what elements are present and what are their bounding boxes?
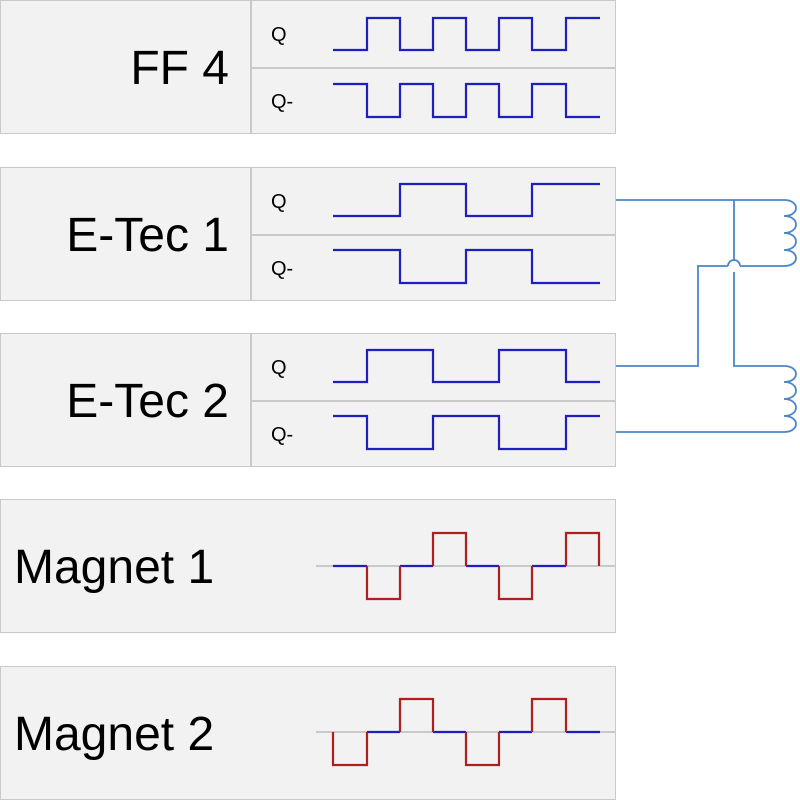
etec2-qn-label: Q- [271,424,294,446]
wire-vertical [733,272,784,367]
ff4-qn-label: Q- [271,91,294,113]
wire-etec1-qn [616,265,728,367]
etec1-title: E-Tec 1 [66,209,229,262]
ff4-qn-waveform [333,82,600,119]
etec1-q-waveform [333,182,600,218]
magnet1-waveform-red [365,566,402,601]
magnet2-title: Magnet 2 [14,708,215,761]
etec1-qn-label: Q- [271,258,294,280]
coil-2 [783,365,797,433]
ff4-block: FF 4 Q Q- [0,0,616,134]
magnet2-waveform-red [331,732,369,767]
ff4-q-waveform [333,16,600,52]
etec2-q-waveform [333,348,600,384]
etec2-q-label: Q [271,357,287,379]
coil-1 [783,199,797,267]
etec1-block: E-Tec 1 Q Q- [0,167,616,301]
etec2-qn-waveform [333,414,600,451]
magnet1-waveform-red [497,566,534,601]
etec1-q-label: Q [271,191,287,213]
wire-crossover [727,259,741,267]
etec2-block: E-Tec 2 Q Q- [0,333,616,467]
etec1-qn-waveform [333,248,600,285]
magnet1-waveform-red [564,531,601,566]
magnet2-waveform-red [398,697,435,732]
magnet1-title: Magnet 1 [14,541,215,594]
ff4-q-label: Q [271,24,287,46]
divider [251,67,615,69]
etec2-title: E-Tec 2 [66,375,229,428]
ff4-title: FF 4 [130,42,229,95]
magnet2-waveform-red [464,732,501,767]
magnet2-waveform-red [530,697,568,732]
divider [251,400,615,402]
divider [251,234,615,236]
magnet1-waveform-red [431,531,468,566]
